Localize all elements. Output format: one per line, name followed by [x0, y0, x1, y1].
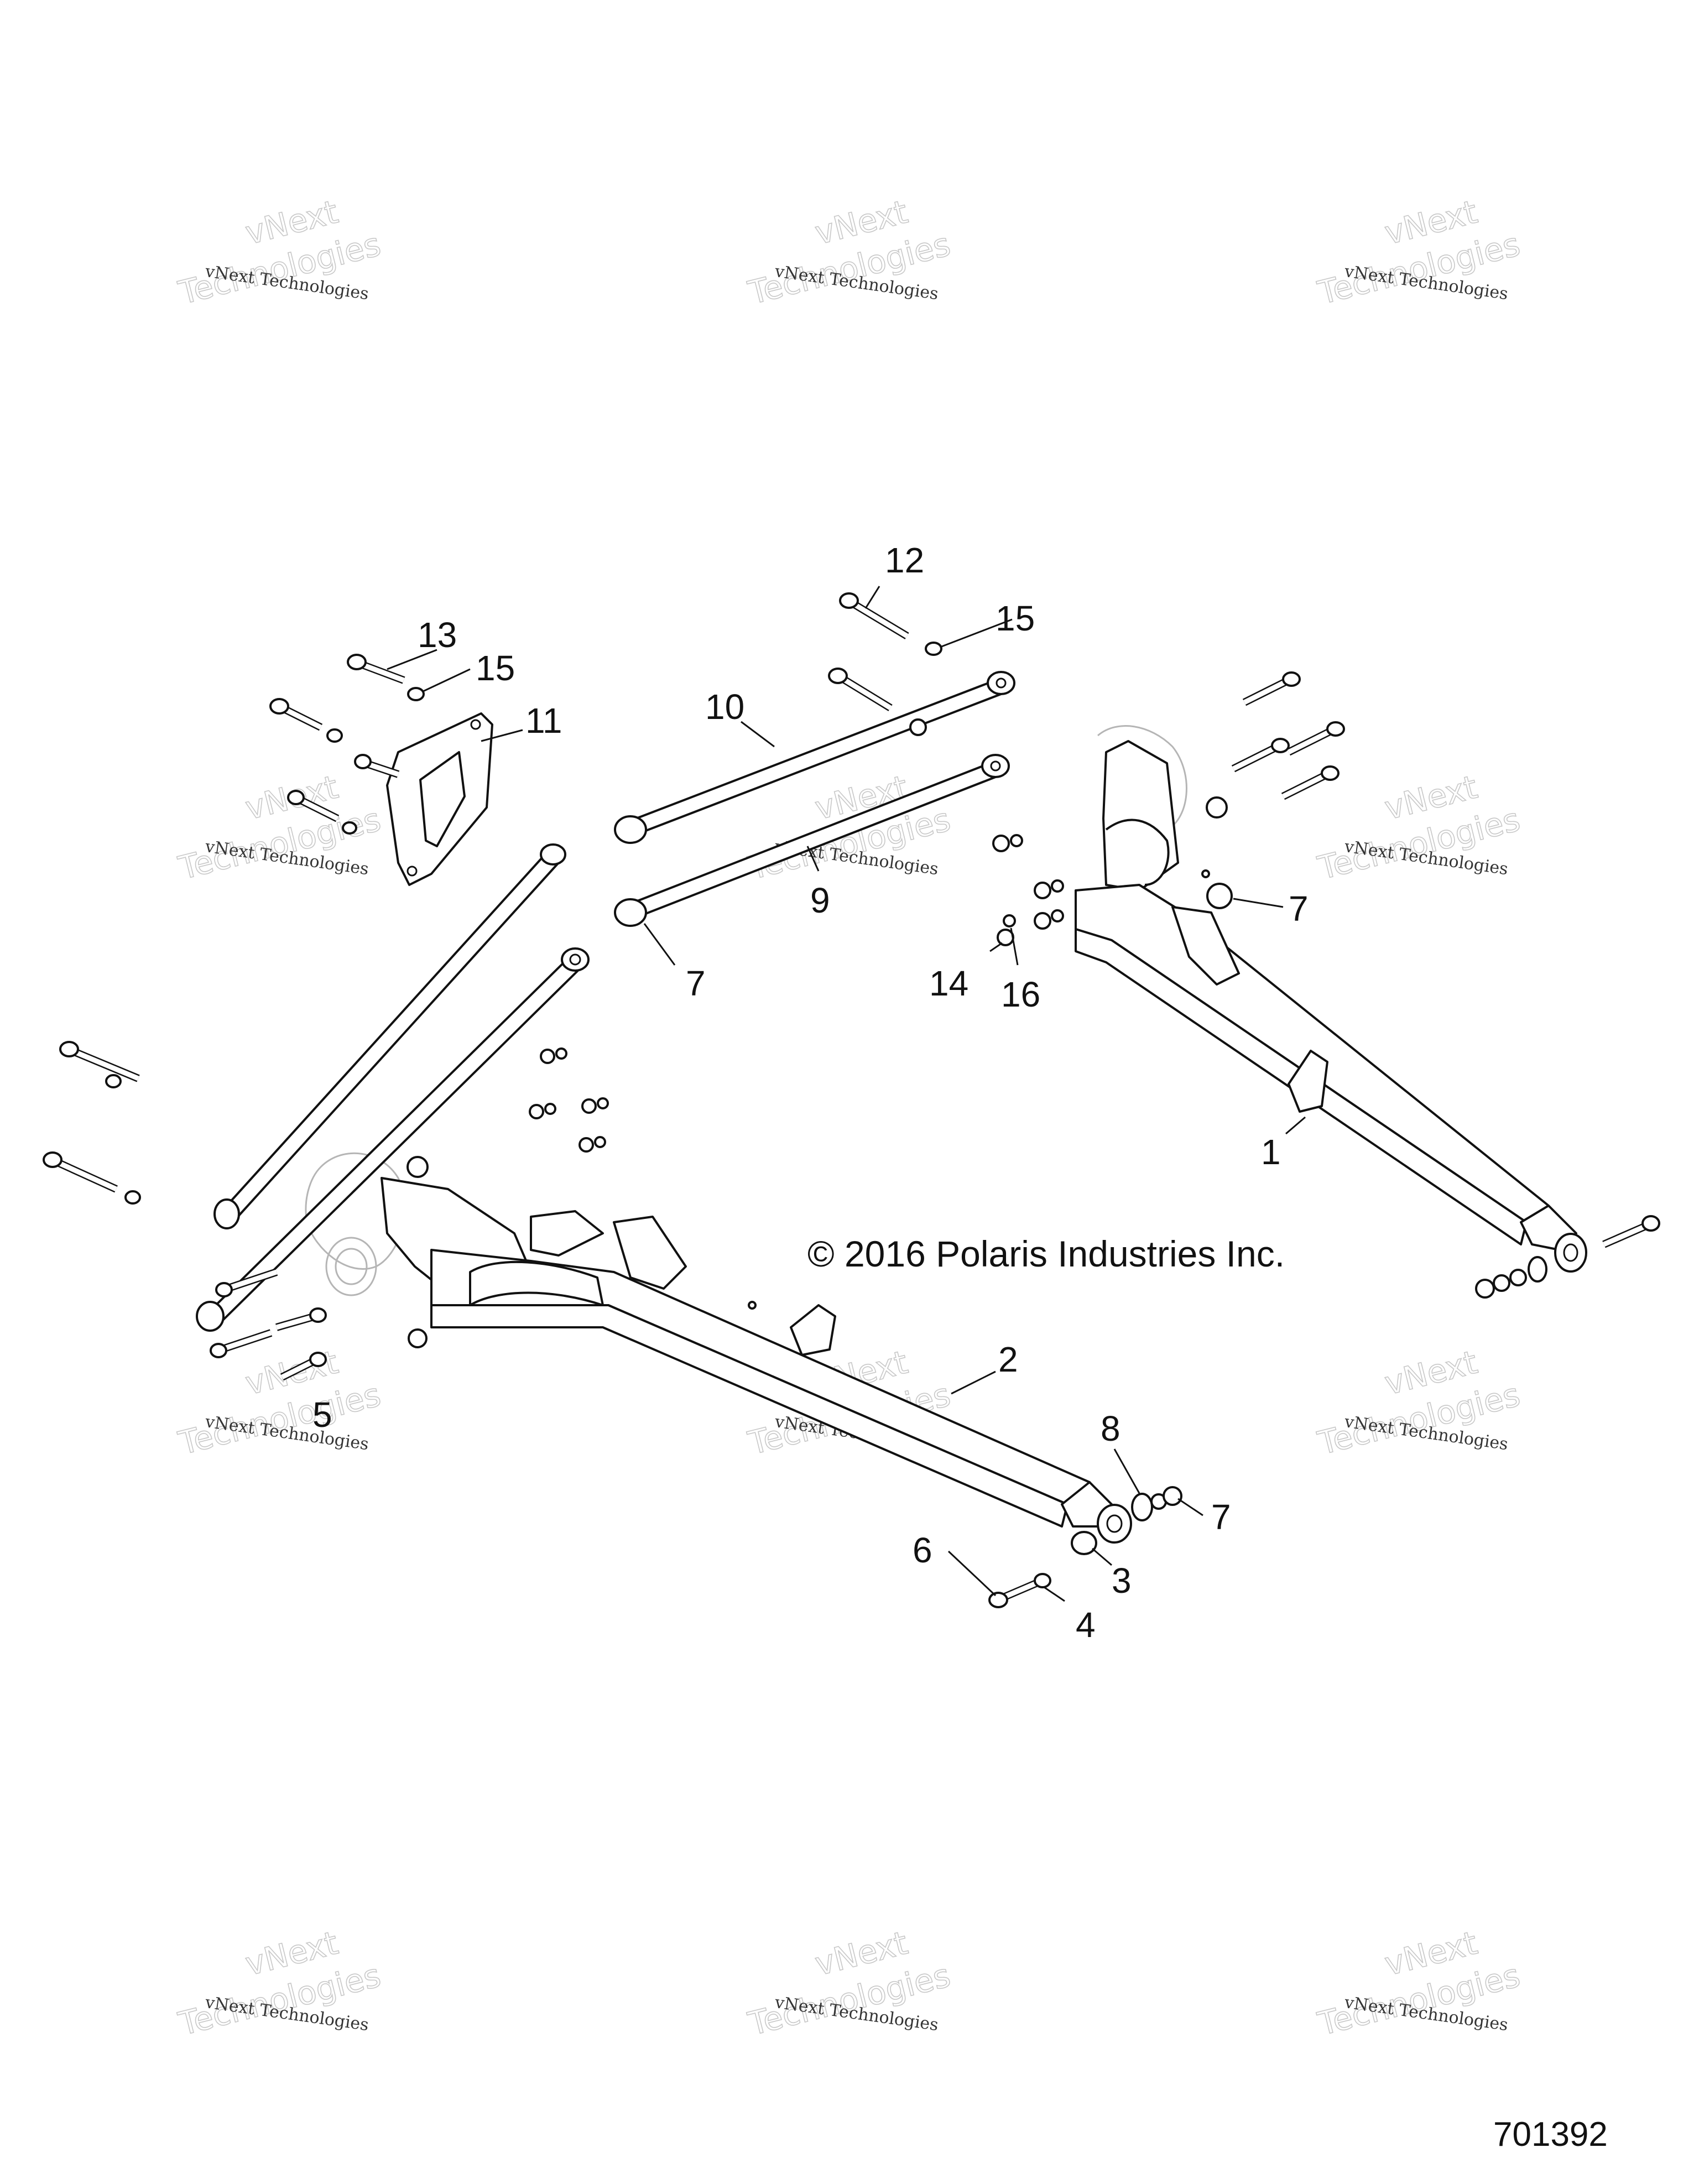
fasteners: [43, 592, 1660, 1608]
washer: [1509, 1269, 1527, 1286]
arm-bolt: [215, 1268, 278, 1297]
watermark: vNext Technologies vNext Technologies: [1314, 192, 1524, 312]
callout-1: 1: [1261, 1132, 1281, 1172]
nut: [408, 1328, 428, 1348]
bolt-6: [988, 1573, 1051, 1608]
arm-bolt: [1281, 765, 1340, 800]
nut: [1010, 834, 1023, 847]
ring-8: [1131, 1493, 1153, 1521]
bracket-bolt: [269, 698, 343, 743]
nut: [406, 1156, 429, 1178]
callout-12: 12: [885, 540, 924, 580]
nut: [1034, 882, 1051, 899]
control-rod-left-upper: [213, 843, 566, 1229]
bracket-11: [386, 712, 493, 886]
copyright-text: © 2016 Polaris Industries Inc.: [807, 1233, 1285, 1274]
watermark: vNext Technologies vNext Technologies: [744, 192, 955, 312]
nut: [1051, 879, 1064, 893]
callout-5: 5: [312, 1395, 332, 1435]
arm-bolt: [210, 1329, 273, 1358]
callout-11: 11: [525, 701, 562, 741]
arm-bolt: [1242, 671, 1301, 706]
nut: [992, 835, 1010, 852]
nut: [581, 1098, 597, 1114]
callouts: 12 15 13 15 11 10 9 7 7 14 16 1 2 5 8 7 …: [312, 540, 1309, 1645]
watermark: vNext Technologies vNext Technologies: [744, 1924, 955, 2044]
nut: [579, 1137, 594, 1153]
callout-8: 8: [1101, 1409, 1120, 1448]
watermark: vNext Technologies vNext Technologies: [1314, 1343, 1524, 1463]
ring: [1528, 1256, 1547, 1283]
diagram-id: 701392: [1493, 2115, 1608, 2154]
nut: [597, 1097, 609, 1109]
washer: [1493, 1274, 1510, 1292]
callout-7-right: 7: [1289, 889, 1309, 929]
callout-13: 13: [418, 615, 457, 655]
arm-bolt: [275, 1307, 327, 1331]
bracket-bolt: [354, 754, 400, 778]
callout-15-left: 15: [476, 648, 515, 688]
watermark: vNext Technologies vNext Technologies: [1314, 1924, 1524, 2044]
watermark: vNext Technologies vNext Technologies: [174, 1343, 385, 1463]
bracket-bolt: [287, 790, 357, 835]
washer-15-left: [407, 687, 425, 701]
control-rod-10: [614, 671, 1015, 844]
arm-end-bolt: [1602, 1215, 1660, 1248]
rod-bolt: [828, 668, 893, 711]
nut: [1475, 1279, 1495, 1299]
callout-16: 16: [1001, 974, 1040, 1014]
callout-9: 9: [810, 880, 830, 920]
control-rod-left-lower: [196, 947, 590, 1332]
arm-bolt: [280, 1352, 327, 1381]
left-bolt: [59, 1041, 140, 1088]
bolt-13: [347, 654, 405, 684]
nut: [594, 1136, 606, 1148]
callout-4: 4: [1076, 1605, 1096, 1645]
callout-3: 3: [1112, 1561, 1132, 1601]
nut: [544, 1103, 556, 1115]
leader-lines: [387, 586, 1306, 1602]
watermarks: vNext Technologies vNext Technologies vN…: [174, 192, 1524, 2044]
watermark: vNext Technologies vNext Technologies: [1314, 768, 1524, 888]
left-bolt: [43, 1151, 141, 1205]
nut: [1034, 912, 1051, 930]
bolt-12: [839, 592, 909, 640]
callout-14: 14: [929, 963, 968, 1003]
callout-6: 6: [913, 1530, 932, 1570]
nut: [1051, 909, 1064, 922]
washer-16: [1003, 914, 1016, 927]
spacer-3: [1071, 1531, 1097, 1555]
callout-7-lower: 7: [1211, 1497, 1231, 1537]
callout-15-upper: 15: [996, 598, 1035, 638]
washer-15-upper: [925, 642, 942, 656]
arm-bolt: [1231, 738, 1290, 773]
nut: [1206, 883, 1233, 909]
callout-7-rod: 7: [686, 963, 706, 1003]
nut: [540, 1049, 555, 1064]
trailing-arm-right: [1075, 725, 1587, 1273]
watermark: vNext Technologies vNext Technologies: [174, 192, 385, 312]
nut: [1206, 796, 1228, 819]
nut: [555, 1047, 567, 1060]
trailing-arm-left: [305, 1152, 1132, 1544]
watermark: vNext Technologies vNext Technologies: [174, 1924, 385, 2044]
control-rod-9: [614, 754, 1010, 927]
arm-bolt: [1286, 721, 1345, 756]
callout-10: 10: [705, 687, 744, 727]
callout-2: 2: [998, 1339, 1018, 1379]
nut: [529, 1104, 544, 1119]
nut-7: [1163, 1486, 1182, 1506]
